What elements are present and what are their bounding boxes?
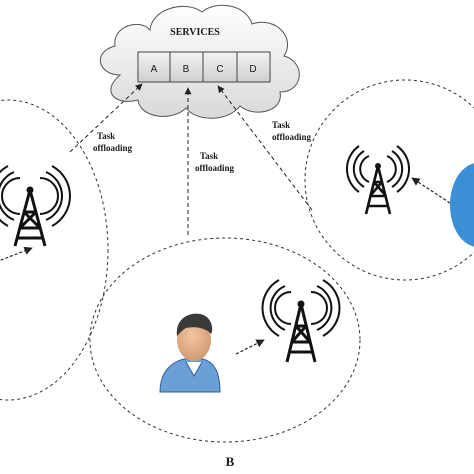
cloud-title: SERVICES — [170, 27, 220, 38]
service-a-label: A — [151, 64, 158, 75]
bottom-cell-boundary — [89, 237, 361, 443]
service-c-label: C — [216, 64, 223, 75]
service-b-label: B — [183, 64, 190, 75]
services-table — [137, 51, 271, 83]
right-offload-label-line1: Task — [272, 120, 290, 130]
right-cell-boundary — [304, 79, 474, 281]
left-cell-uplink-arrow — [0, 246, 33, 262]
left-offload-label-line1: Task — [97, 131, 115, 141]
right-offload-arrow — [217, 85, 313, 211]
user-avatar-icon — [159, 313, 221, 393]
left-offload-arrow — [69, 83, 143, 153]
left-cell-tower-icon — [0, 165, 71, 247]
middle-offload-label-line2: offloading — [195, 163, 235, 173]
service-d-label: D — [249, 64, 256, 75]
right-device-icon — [450, 163, 474, 247]
user-uplink-arrow — [235, 339, 265, 355]
right-offload-label-line2: offloading — [272, 132, 312, 142]
left-cell-boundary — [0, 99, 109, 401]
bottom-cell-label: B — [226, 454, 235, 469]
middle-offload-label-line1: Task — [200, 151, 218, 161]
left-offload-label-line2: offloading — [93, 143, 133, 153]
right-device-uplink-arrow — [411, 177, 451, 204]
bottom-cell-tower-icon — [261, 279, 341, 363]
right-cell-tower-icon — [346, 145, 410, 215]
